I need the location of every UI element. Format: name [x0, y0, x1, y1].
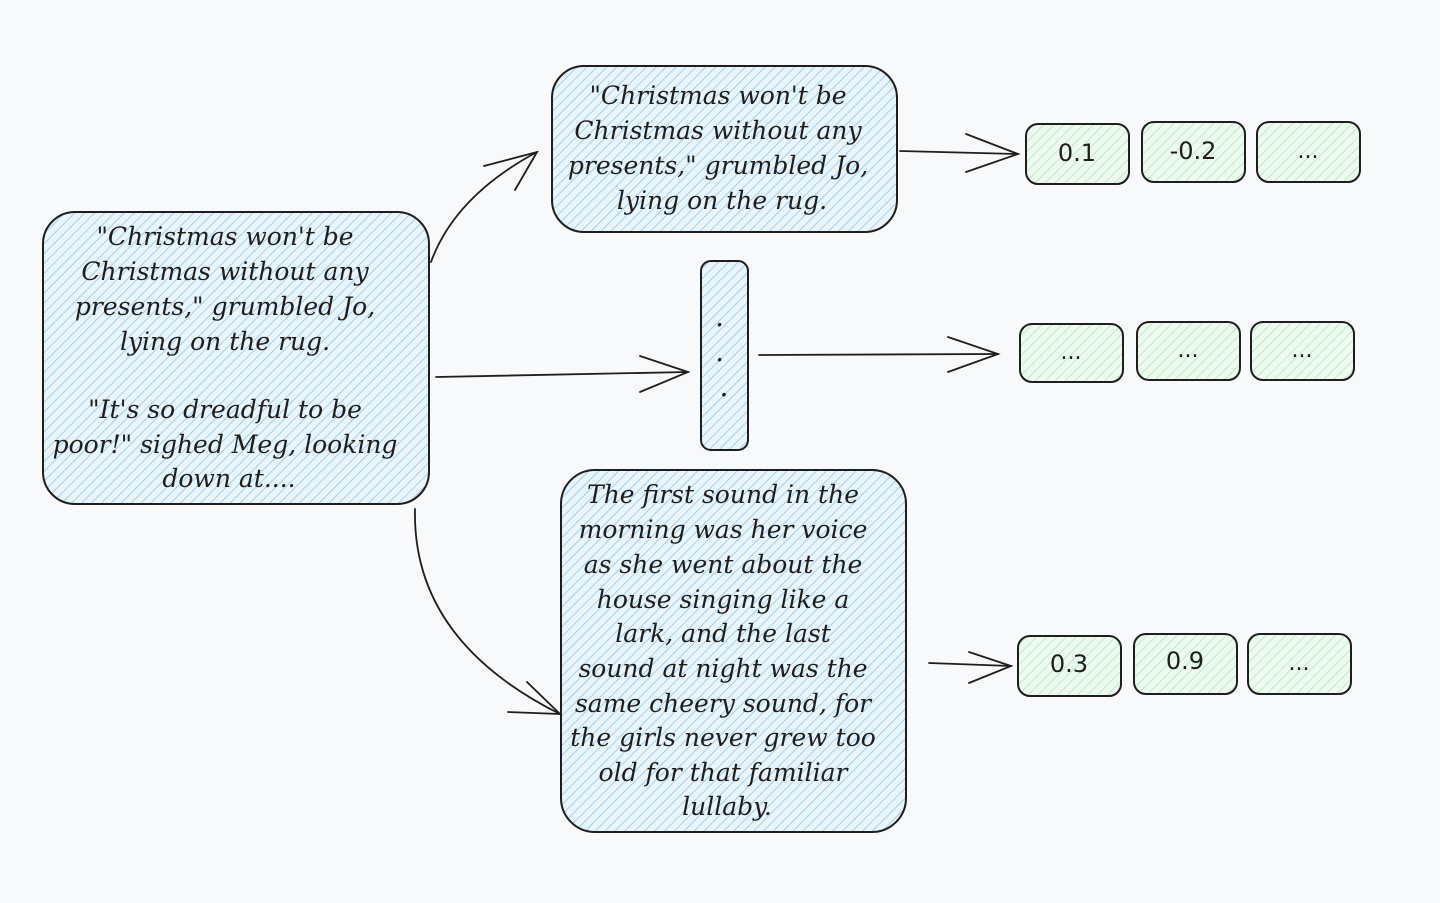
vector-cell: [1017, 635, 1122, 697]
chunk-1-text: "Christmas won't be Christmas without an…: [568, 81, 876, 215]
vector-value: ...: [1289, 651, 1310, 676]
source-document-text: "Christmas won't be Christmas without an…: [53, 222, 406, 493]
chunk-ellipsis: . . .: [700, 260, 749, 451]
chunk-3-line: house singing like a: [597, 585, 850, 614]
vector-row-2: ... ... ...: [1019, 321, 1355, 383]
vector-cell: [1136, 321, 1241, 381]
vector-row-1: 0.1 -0.2 ...: [1025, 121, 1361, 185]
source-line: lying on the rug.: [120, 327, 330, 356]
chunk-3-text: The first sound in the morning was her v…: [570, 480, 884, 821]
chunk-1-line: presents," grumbled Jo,: [568, 151, 868, 180]
chunk-1-line: Christmas without any: [574, 116, 862, 145]
arrow-chunk-3-to-vector: [928, 651, 1014, 684]
vector-value: 0.3: [1050, 650, 1088, 678]
chunk-ellipsis-text: . . .: [715, 300, 733, 403]
arrow-chunk-1-to-vector: [899, 133, 1021, 173]
source-line: Christmas without any: [81, 257, 369, 286]
vector-value: ...: [1061, 340, 1082, 365]
arrow-source-to-chunk-3: [414, 508, 563, 715]
source-line: "It's so dreadful to be: [88, 395, 362, 424]
vector-cell: [1247, 633, 1352, 695]
source-line: "Christmas won't be: [96, 222, 353, 251]
ellipsis-dot: .: [715, 335, 724, 368]
chunk-ellipsis-box: [700, 260, 749, 451]
chunk-1: "Christmas won't be Christmas without an…: [551, 65, 898, 233]
vector-cell: [1256, 121, 1361, 183]
chunk-3-line: lark, and the last: [615, 619, 831, 648]
chunk-3-line: lullaby.: [682, 792, 772, 821]
vector-value: ...: [1178, 338, 1199, 363]
source-document: "Christmas won't be Christmas without an…: [42, 211, 430, 505]
vector-cell: [1133, 633, 1238, 695]
ellipsis-dot: .: [715, 300, 724, 333]
chunk-3-line: the girls never grew too: [570, 723, 876, 752]
vector-value: 0.9: [1166, 647, 1204, 675]
vector-cell: [1025, 123, 1130, 185]
chunk-1-box: [551, 65, 898, 233]
arrow-source-to-chunk-1: [430, 150, 539, 263]
vector-value: -0.2: [1170, 137, 1217, 165]
vector-value: ...: [1298, 139, 1319, 164]
chunk-3-line: as she went about the: [584, 550, 863, 579]
vector-value: 0.1: [1058, 139, 1096, 167]
chunk-3-line: same cheery sound, for: [575, 689, 873, 718]
chunk-3-line: sound at night was the: [578, 654, 867, 683]
chunk-1-line: lying on the rug.: [617, 186, 827, 215]
chunk-3: The first sound in the morning was her v…: [560, 469, 907, 833]
arrow-chunk-ellipsis-to-vector: [758, 336, 1001, 373]
source-line: presents," grumbled Jo,: [75, 292, 375, 321]
source-line: down at....: [162, 464, 295, 493]
vector-cell: [1141, 121, 1246, 183]
chunk-3-box: [560, 469, 907, 833]
vector-cell: [1250, 321, 1355, 381]
chunk-1-line: "Christmas won't be: [589, 81, 846, 110]
vector-row-3: 0.3 0.9 ...: [1017, 633, 1352, 697]
source-document-box: [42, 211, 430, 505]
chunk-3-line: old for that familiar: [599, 758, 850, 787]
vector-value: ...: [1292, 338, 1313, 363]
chunk-3-line: The first sound in the: [587, 480, 859, 509]
ellipsis-dot: .: [720, 370, 729, 403]
source-line: poor!" sighed Meg, looking: [53, 430, 398, 459]
vector-cell: [1019, 323, 1124, 383]
chunk-3-line: morning was her voice: [579, 515, 868, 544]
arrow-source-to-chunk-ellipsis: [435, 355, 691, 393]
